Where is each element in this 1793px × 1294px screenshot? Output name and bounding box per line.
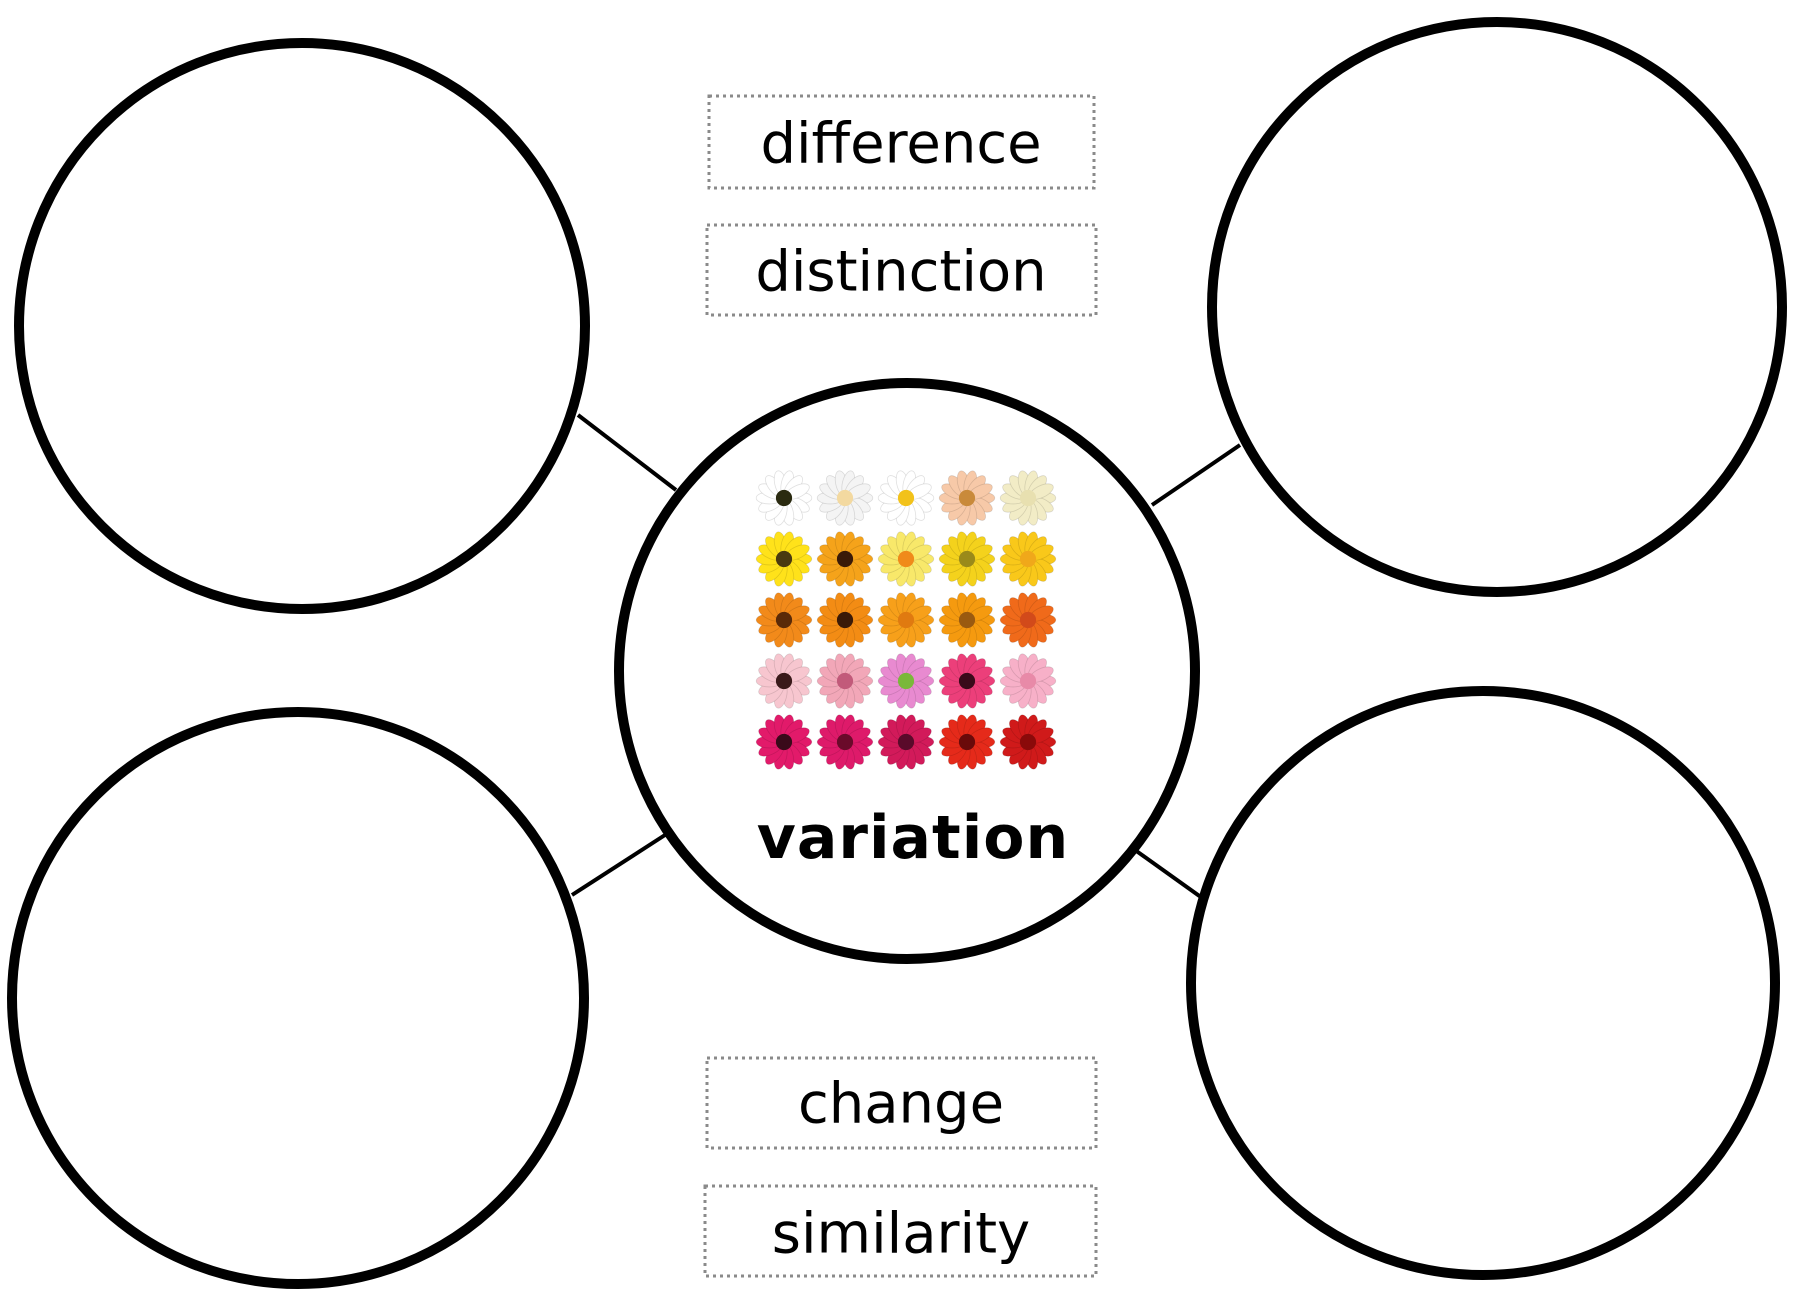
- flower-icon: [999, 531, 1057, 587]
- flower-grid-image: [755, 470, 1057, 770]
- flower-icon: [755, 531, 813, 587]
- flower-icon: [816, 592, 874, 648]
- word-box-distinction[interactable]: distinction: [705, 223, 1098, 317]
- flower-icon: [816, 653, 874, 709]
- flower-icon: [816, 470, 874, 526]
- connector-top-left: [576, 413, 678, 492]
- flower-icon: [938, 470, 996, 526]
- word-text: distinction: [755, 240, 1046, 305]
- word-box-difference[interactable]: difference: [707, 94, 1096, 190]
- word-box-change[interactable]: change: [705, 1056, 1098, 1150]
- flower-icon: [877, 653, 935, 709]
- center-label: variation: [757, 803, 1069, 873]
- flower-icon: [755, 592, 813, 648]
- outer-circle-top-right[interactable]: [1207, 17, 1787, 597]
- connector-bottom-right: [1133, 848, 1207, 902]
- flower-icon: [877, 531, 935, 587]
- flower-icon: [816, 714, 874, 770]
- flower-icon: [938, 531, 996, 587]
- flower-icon: [999, 714, 1057, 770]
- flower-icon: [999, 653, 1057, 709]
- word-text: similarity: [772, 1202, 1030, 1267]
- word-text: change: [798, 1072, 1004, 1137]
- flower-icon: [816, 531, 874, 587]
- outer-circle-bottom-left[interactable]: [7, 707, 589, 1289]
- word-text: difference: [760, 112, 1041, 177]
- flower-icon: [938, 714, 996, 770]
- connector-bottom-left: [570, 833, 667, 897]
- flower-icon: [999, 592, 1057, 648]
- flower-icon: [938, 653, 996, 709]
- word-box-similarity[interactable]: similarity: [703, 1184, 1098, 1278]
- flower-icon: [755, 714, 813, 770]
- flower-icon: [877, 470, 935, 526]
- flower-icon: [938, 592, 996, 648]
- flower-icon: [877, 714, 935, 770]
- outer-circle-top-left[interactable]: [14, 38, 590, 614]
- flower-icon: [877, 592, 935, 648]
- connector-top-right: [1150, 443, 1242, 507]
- outer-circle-bottom-right[interactable]: [1186, 686, 1780, 1280]
- flower-icon: [755, 653, 813, 709]
- flower-icon: [999, 470, 1057, 526]
- flower-icon: [755, 470, 813, 526]
